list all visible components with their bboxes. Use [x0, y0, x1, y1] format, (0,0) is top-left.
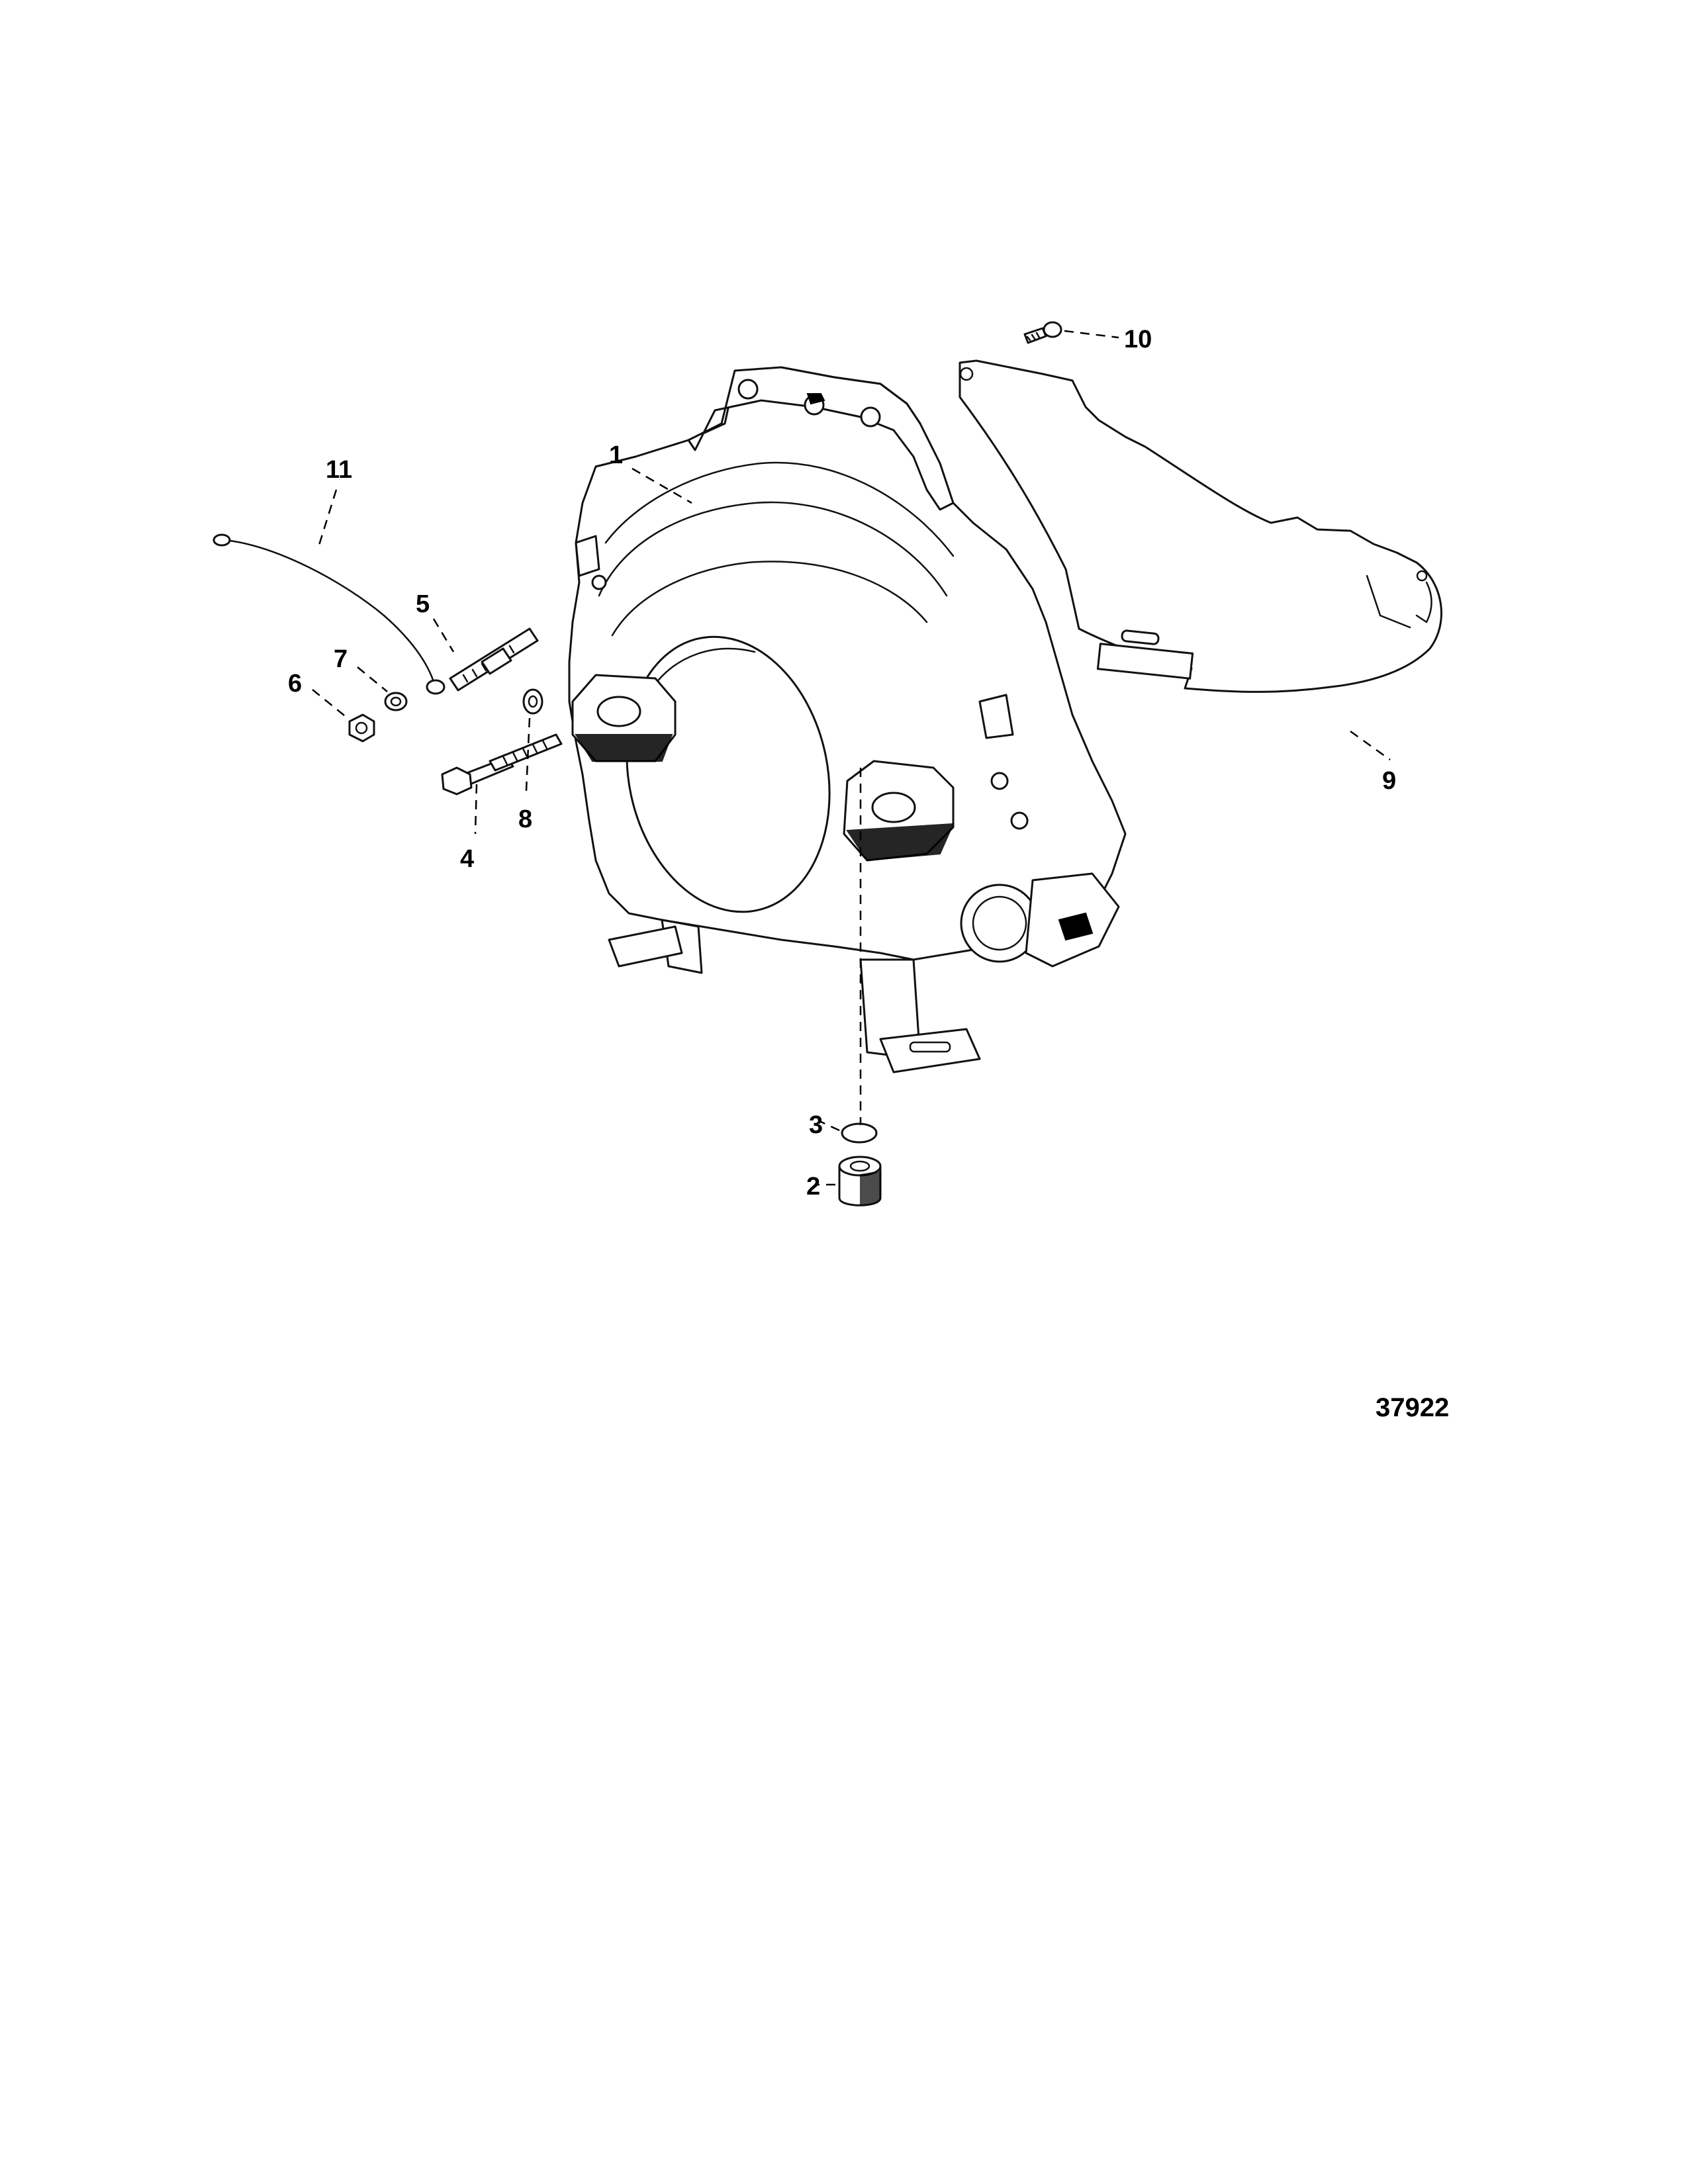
part-11-ground-wire — [212, 533, 445, 695]
callout-7: 7 — [334, 645, 348, 673]
leader-8 — [525, 717, 531, 792]
leader-4 — [474, 784, 478, 835]
callout-8: 8 — [518, 805, 532, 833]
part-5-stud — [449, 627, 539, 692]
leader-5 — [432, 618, 455, 653]
part-10-screw — [1023, 321, 1062, 344]
part-8-washer — [522, 688, 543, 715]
callout-6: 6 — [288, 670, 302, 698]
part-3-o-ring — [841, 1122, 878, 1144]
callout-11: 11 — [326, 456, 352, 484]
part-6-nut — [348, 713, 375, 743]
callout-4: 4 — [460, 845, 474, 873]
callout-10: 10 — [1124, 326, 1152, 353]
leader-1 — [632, 467, 692, 504]
leader-3 — [820, 1120, 840, 1132]
part-1-flywheel-housing — [568, 366, 1127, 1073]
leader-7 — [357, 666, 388, 692]
callout-labels: 1 2 3 4 5 6 7 8 9 10 11 — [288, 326, 1396, 1201]
callout-2: 2 — [806, 1173, 820, 1201]
figure-number: 37922 — [1376, 1393, 1449, 1422]
leader-6 — [312, 689, 348, 719]
callout-5: 5 — [416, 590, 430, 618]
leader-10 — [1064, 330, 1119, 339]
part-4-bolt — [441, 733, 563, 796]
part-2-bushing — [838, 1156, 882, 1206]
callout-3: 3 — [809, 1111, 823, 1139]
leader-9 — [1350, 730, 1391, 761]
leader-lines — [312, 330, 1391, 1186]
callout-9: 9 — [1382, 767, 1396, 795]
leader-11 — [316, 489, 338, 550]
callout-1: 1 — [609, 441, 623, 469]
part-7-lock-washer — [384, 692, 408, 711]
part-9-cover-plate — [959, 359, 1442, 693]
